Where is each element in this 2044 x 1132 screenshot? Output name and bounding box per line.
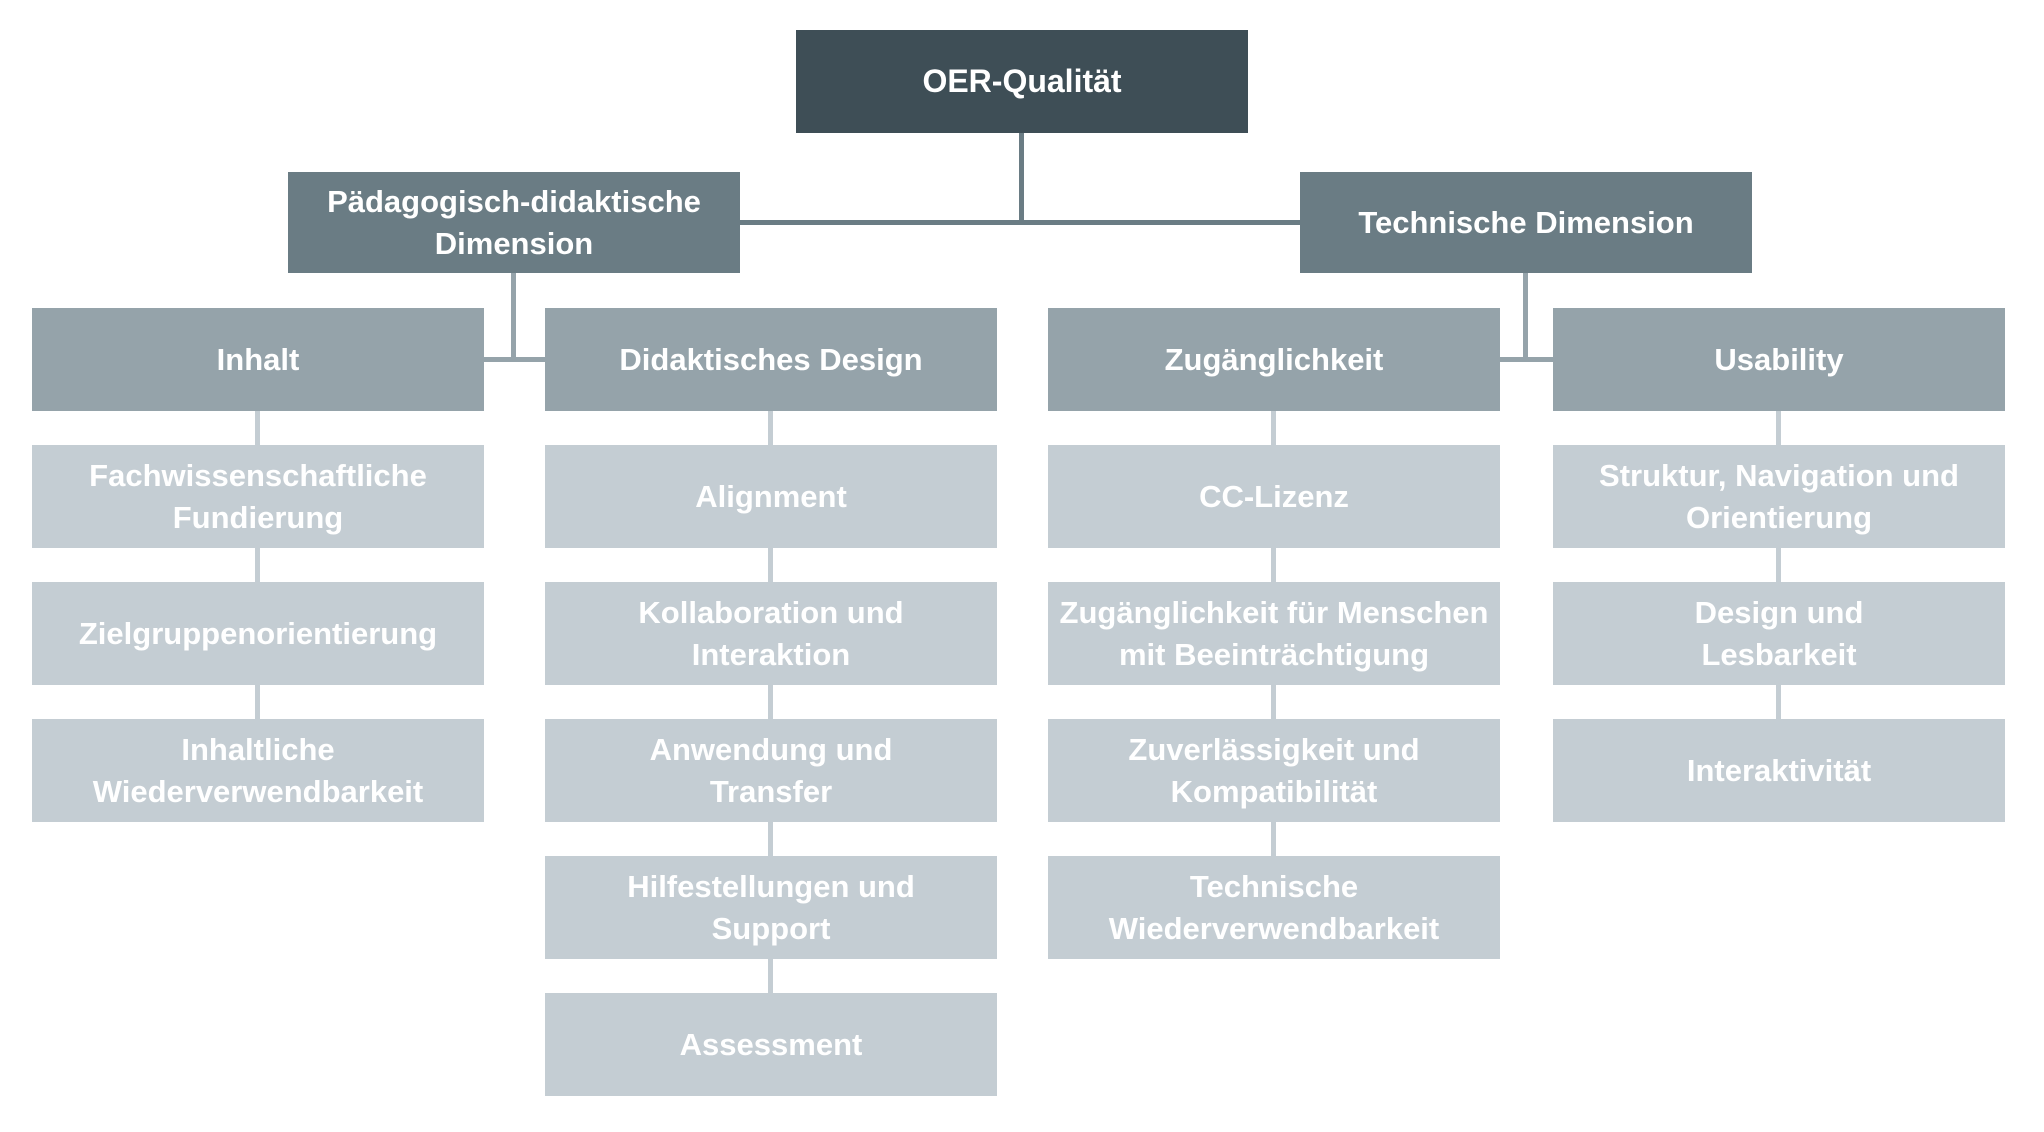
item-alignment: Alignment	[545, 445, 997, 548]
root-node-oer-qualitaet: OER-Qualität	[796, 30, 1248, 133]
connector-technisch-drop	[1523, 273, 1528, 362]
item-inhaltliche-wiederverwendbarkeit: Inhaltliche Wiederverwendbarkeit	[32, 719, 484, 822]
connector-spine-didaktisches-design	[768, 411, 773, 1015]
connector-inhalt-didaktisch-bar	[484, 357, 545, 362]
connector-paedagogisch-drop	[511, 273, 516, 362]
category-node-inhalt: Inhalt	[32, 308, 484, 411]
item-zugaenglichkeit-menschen-beeintraechtigung: Zugänglichkeit für Menschen mit Beeinträ…	[1048, 582, 1500, 685]
item-assessment: Assessment	[545, 993, 997, 1096]
item-design-lesbarkeit: Design und Lesbarkeit	[1553, 582, 2005, 685]
category-node-didaktisches-design: Didaktisches Design	[545, 308, 997, 411]
category-node-zugaenglichkeit: Zugänglichkeit	[1048, 308, 1500, 411]
connector-spine-inhalt	[255, 411, 260, 741]
item-fachwissenschaftliche-fundierung: Fachwissenschaftliche Fundierung	[32, 445, 484, 548]
item-technische-wiederverwendbarkeit: Technische Wiederverwendbarkeit	[1048, 856, 1500, 959]
category-node-usability: Usability	[1553, 308, 2005, 411]
dimension-node-technisch: Technische Dimension	[1300, 172, 1752, 273]
item-cc-lizenz: CC-Lizenz	[1048, 445, 1500, 548]
item-zielgruppenorientierung: Zielgruppenorientierung	[32, 582, 484, 685]
connector-dimensions-bar	[740, 220, 1300, 225]
dimension-node-paedagogisch-didaktisch: Pädagogisch-didaktische Dimension	[288, 172, 740, 273]
item-zuverlaessigkeit-kompatibilitaet: Zuverlässigkeit und Kompatibilität	[1048, 719, 1500, 822]
connector-zugaenglichkeit-usability-bar	[1500, 357, 1553, 362]
connector-spine-usability	[1776, 411, 1781, 741]
item-kollaboration-interaktion: Kollaboration und Interaktion	[545, 582, 997, 685]
item-hilfestellungen-support: Hilfestellungen und Support	[545, 856, 997, 959]
item-anwendung-transfer: Anwendung und Transfer	[545, 719, 997, 822]
connector-root-drop	[1019, 133, 1024, 225]
item-struktur-navigation-orientierung: Struktur, Navigation und Orientierung	[1553, 445, 2005, 548]
item-interaktivitaet: Interaktivität	[1553, 719, 2005, 822]
